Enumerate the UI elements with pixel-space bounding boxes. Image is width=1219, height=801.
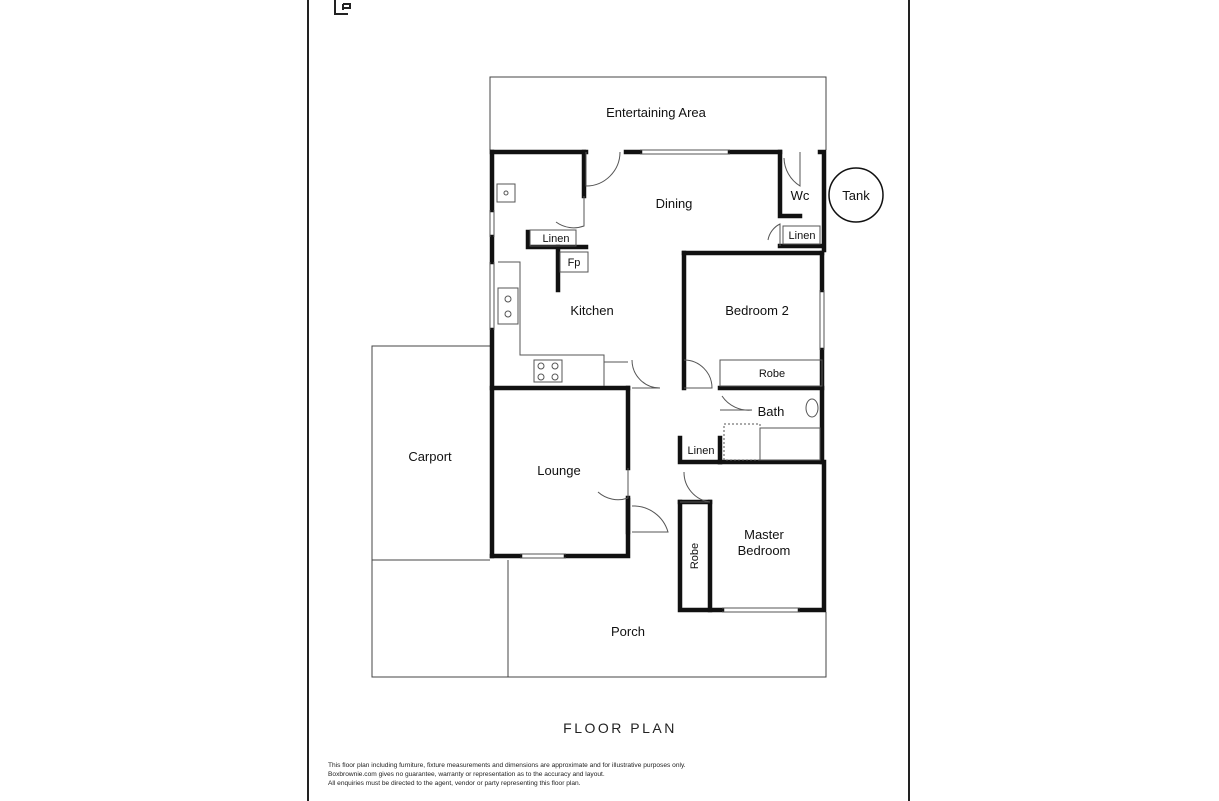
bedroom-2-label: Bedroom 2 xyxy=(725,303,789,318)
bath-label: Bath xyxy=(758,404,785,419)
disclaimer-line: Boxbrownie.com gives no guarantee, warra… xyxy=(328,771,605,778)
master-bedroom-label-line1: Master xyxy=(744,527,784,542)
outdoor-outlines xyxy=(371,76,827,678)
disclaimer: This floor plan including furniture, fix… xyxy=(328,761,888,788)
fixtures xyxy=(489,149,825,613)
linen-label-laundry: Linen xyxy=(543,233,570,245)
plan-sheet xyxy=(307,0,910,801)
robe-label-bedroom-2: Robe xyxy=(759,368,785,380)
floor-plan-title: FLOOR PLAN xyxy=(563,720,677,736)
wc-label: Wc xyxy=(791,188,810,203)
tank-circle xyxy=(828,167,884,223)
linen-label-hall: Linen xyxy=(688,445,715,457)
linen-label-wc: Linen xyxy=(789,230,816,242)
tank-label: Tank xyxy=(842,188,870,203)
kitchen-label: Kitchen xyxy=(570,303,613,318)
fp-label: Fp xyxy=(568,257,581,269)
carport-label: Carport xyxy=(408,449,452,464)
logo-icon xyxy=(334,0,351,15)
walls xyxy=(489,149,827,613)
lounge-label: Lounge xyxy=(537,463,580,478)
entertaining-area-label: Entertaining Area xyxy=(606,105,707,120)
porch-label: Porch xyxy=(611,624,645,639)
master-bedroom-label-line2: Bedroom xyxy=(738,543,791,558)
dining-label: Dining xyxy=(656,196,693,211)
disclaimer-line: All enquiries must be directed to the ag… xyxy=(328,780,581,787)
disclaimer-line: This floor plan including furniture, fix… xyxy=(328,762,686,769)
robe-label-master: Robe xyxy=(689,543,701,569)
